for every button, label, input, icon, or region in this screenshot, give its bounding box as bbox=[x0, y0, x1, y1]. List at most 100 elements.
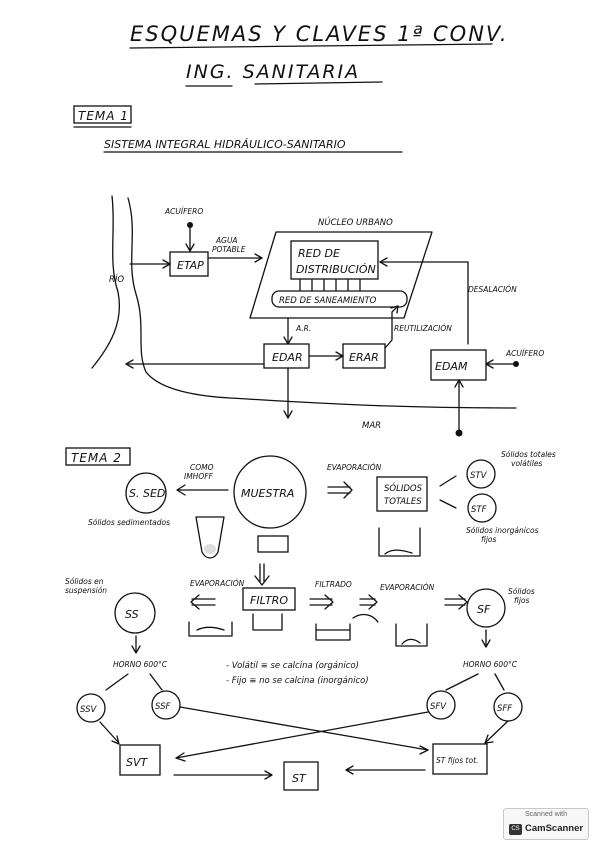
evaporacion-top-label: EVAPORACIÓN bbox=[327, 463, 382, 472]
evaporation-dish-top bbox=[378, 527, 421, 557]
st-label: ST bbox=[292, 772, 307, 785]
evaporation-residue bbox=[401, 638, 421, 645]
stf-note-2: fijos bbox=[481, 535, 497, 544]
acuifero-top-label: ACUÍFERO bbox=[164, 207, 203, 216]
erar-box bbox=[342, 343, 386, 369]
title-underline bbox=[129, 43, 493, 49]
red-distribucion-label-1: RED DE bbox=[298, 247, 340, 260]
stf-label: STF bbox=[471, 505, 487, 515]
ss-to-horno-arrow bbox=[131, 635, 141, 654]
page-subtitle: ING. SANITARIA bbox=[186, 61, 360, 83]
reutilizacion-line bbox=[384, 305, 399, 349]
river-bank-left bbox=[91, 195, 120, 369]
svt-to-st-arrow bbox=[173, 770, 273, 780]
etap-box bbox=[169, 251, 209, 277]
agua-potable-label-1: AGUA bbox=[215, 236, 238, 245]
tema1-heading-box bbox=[73, 105, 132, 124]
ss-label: SS bbox=[125, 608, 139, 621]
etap-label: ETAP bbox=[177, 259, 204, 272]
tema1-heading: TEMA 1 bbox=[78, 109, 129, 123]
sff-label: SFF bbox=[497, 704, 512, 714]
mar-label: MAR bbox=[362, 421, 381, 431]
sff-to-stfijos-arrow bbox=[484, 720, 509, 744]
sf-to-horno-arrow bbox=[481, 629, 491, 648]
stf-circle bbox=[467, 493, 497, 523]
muestra-label: MUESTRA bbox=[241, 487, 294, 500]
sample-dish bbox=[257, 535, 289, 553]
tema2-heading: TEMA 2 bbox=[71, 451, 122, 465]
solidos-sedimentados-label: Sólidos sedimentados bbox=[88, 518, 170, 527]
river-bank-right-coast bbox=[127, 197, 517, 409]
ss-circle bbox=[114, 592, 156, 634]
s-sed-label: S. SED bbox=[129, 487, 165, 500]
muestra-to-ssed-arrow bbox=[176, 484, 229, 496]
sfv-to-svt-cross bbox=[175, 711, 429, 759]
well-top-arrowhead bbox=[185, 243, 195, 252]
stf-note-1: Sólidos inorgánicos bbox=[466, 526, 539, 535]
tema2-heading-box bbox=[65, 447, 131, 466]
cross-arrowhead-right bbox=[419, 745, 429, 755]
st-fijos-label: ST fijos tot. bbox=[436, 756, 478, 765]
ssf-label: SSF bbox=[155, 702, 170, 712]
ssv-circle bbox=[76, 693, 106, 723]
distribution-down-arrows bbox=[299, 279, 361, 291]
filtro-to-filtrado-double-arrow bbox=[309, 594, 334, 610]
ar-label: A.R. bbox=[295, 324, 311, 333]
filtro-to-ss-double-arrow bbox=[190, 594, 216, 610]
imhoff-cone bbox=[195, 516, 225, 559]
red-distribucion-label-2: DISTRIBUCIÓN bbox=[296, 263, 376, 276]
red-saneamiento-label: RED DE SANEAMIENTO bbox=[279, 296, 377, 306]
como-label-2: IMHOFF bbox=[184, 472, 214, 481]
stv-circle bbox=[466, 459, 496, 489]
stfijos-to-st-arrow bbox=[345, 765, 426, 775]
muestra-to-filtro-double-arrow bbox=[254, 563, 270, 586]
edar-label: EDAR bbox=[272, 351, 303, 364]
solidos-totales-label-1: SÓLIDOS bbox=[384, 482, 423, 494]
sea-intake-arrowhead bbox=[454, 379, 464, 388]
sf-note-2: fijos bbox=[514, 596, 530, 605]
filtrado-pour-arrow bbox=[352, 613, 379, 623]
rio-label: RÍO bbox=[109, 273, 124, 285]
svt-label: SVT bbox=[126, 756, 149, 769]
filtrado-to-evap-double-arrow bbox=[359, 594, 378, 610]
nucleo-urbano-frame bbox=[249, 231, 433, 319]
evap-to-sf-double-arrow bbox=[444, 594, 468, 610]
filtro-label: FILTRO bbox=[250, 594, 288, 607]
volatil-note: - Volátil ≡ se calcina (orgánico) bbox=[226, 661, 359, 671]
filter-funnel bbox=[252, 613, 283, 631]
reutilizacion-label: REUTILIZACIÓN bbox=[394, 324, 452, 333]
st-to-stv-line bbox=[439, 475, 457, 487]
solidos-suspension-label-1: Sólidos en bbox=[65, 577, 104, 586]
filtrado-dish bbox=[315, 623, 351, 641]
imhoff-sediment bbox=[204, 544, 216, 554]
ssf-circle bbox=[151, 690, 181, 720]
well-top-dot bbox=[187, 222, 193, 228]
solidos-suspension-label-2: suspensión bbox=[65, 586, 107, 595]
stv-note-2: volátiles bbox=[511, 459, 542, 468]
stv-label: STV bbox=[470, 471, 488, 481]
nucleo-urbano-label: NÚCLEO URBANO bbox=[318, 216, 393, 228]
st-to-stf-line bbox=[439, 499, 457, 509]
dish-residue bbox=[384, 549, 413, 555]
horno-left-split-lines bbox=[105, 673, 163, 691]
ssv-label: SSV bbox=[80, 705, 97, 715]
solidos-totales-label-2: TOTALES bbox=[384, 497, 422, 507]
horno-left-label: HORNO 600°C bbox=[113, 660, 168, 669]
svt-box bbox=[119, 744, 161, 776]
como-label-1: COMO bbox=[190, 463, 214, 472]
sf-note-1: Sólidos bbox=[508, 587, 535, 596]
tema1-section-title: SISTEMA INTEGRAL HIDRÁULICO-SANITARIO bbox=[104, 138, 346, 151]
desalacion-arrowhead bbox=[379, 257, 388, 267]
st-fijos-box bbox=[432, 743, 488, 775]
cross-arrowhead-left bbox=[175, 752, 186, 762]
muestra-to-solidos-double-arrow bbox=[327, 481, 353, 499]
evaporacion-right-label: EVAPORACIÓN bbox=[380, 583, 435, 592]
evaporacion-left-label: EVAPORACIÓN bbox=[190, 579, 245, 588]
filter-paper-residue bbox=[196, 626, 225, 631]
sfv-label: SFV bbox=[430, 702, 447, 712]
sea-intake-dot bbox=[455, 429, 463, 437]
etap-to-urban-arrowhead bbox=[254, 253, 263, 263]
well-right-arrowhead bbox=[485, 359, 494, 369]
